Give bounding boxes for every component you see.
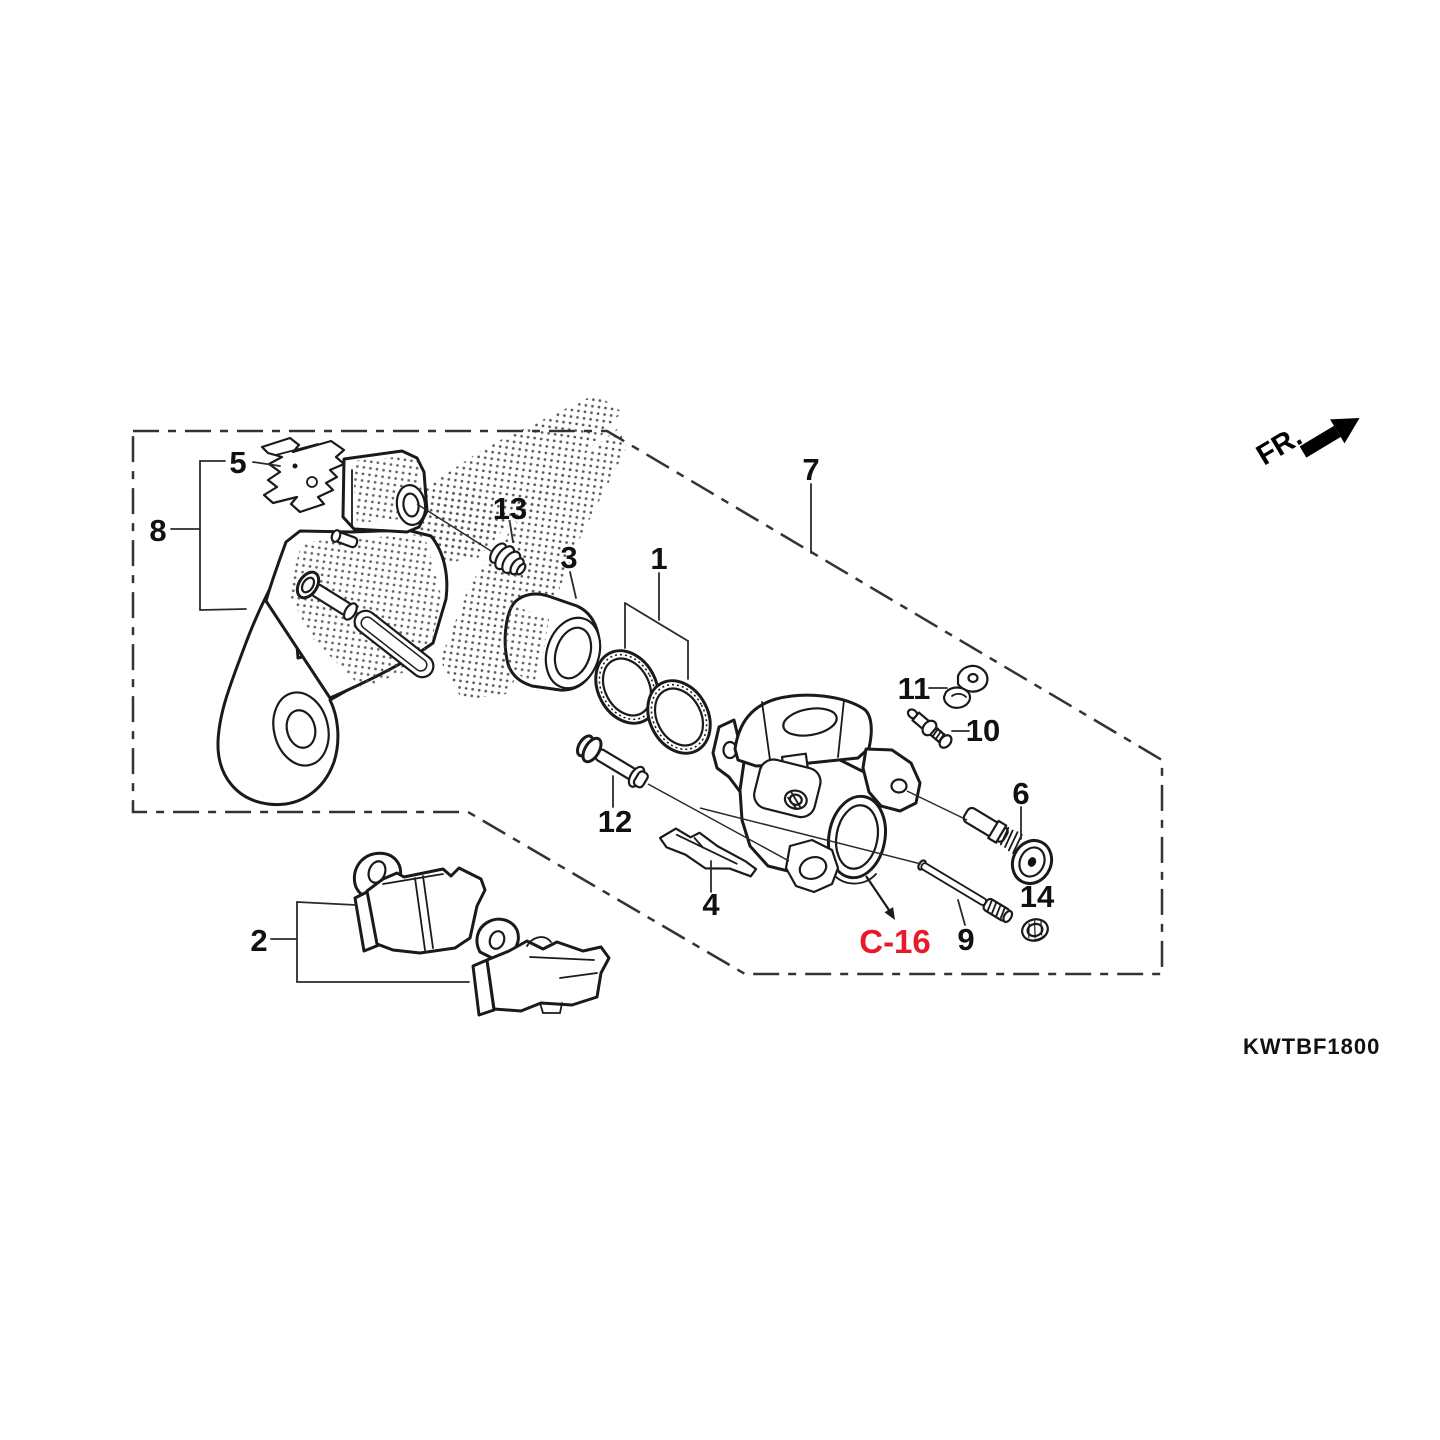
part-label-5[interactable]: 5 <box>229 445 246 480</box>
bleed-valve-drawing <box>906 708 953 749</box>
part-label-8[interactable]: 8 <box>149 513 166 548</box>
part-label-4[interactable]: 4 <box>702 887 720 922</box>
fr-direction-marker: FR. <box>1251 418 1360 472</box>
seal-rings-drawing <box>594 649 712 755</box>
c16-arrow <box>865 875 895 920</box>
part-label-12[interactable]: 12 <box>598 804 632 839</box>
caliper-pin-drawing <box>917 859 1014 924</box>
diagram-code: KWTBF1800 <box>1243 1034 1380 1059</box>
pad-spring-drawing <box>658 827 758 878</box>
boundary-dashed-border <box>131 429 1164 976</box>
part-label-6[interactable]: 6 <box>1012 776 1029 811</box>
pad-retainer-drawing <box>260 436 346 514</box>
caliper-drawing <box>711 693 922 894</box>
part-label-10[interactable]: 10 <box>966 713 1000 748</box>
caliper-bolt-drawing <box>962 806 1054 885</box>
boot-drawing <box>489 542 527 576</box>
part-label-7[interactable]: 7 <box>802 452 819 487</box>
part-labels: 1 2 3 4 5 6 7 8 9 10 11 12 13 14 <box>149 445 1055 958</box>
fr-arrow-icon <box>1299 418 1360 458</box>
part-label-2[interactable]: 2 <box>250 923 267 958</box>
piston-drawing <box>503 592 602 692</box>
part-label-1[interactable]: 1 <box>650 541 667 576</box>
pin-bolt-drawing <box>575 734 649 789</box>
part-label-9[interactable]: 9 <box>957 922 974 957</box>
fr-label: FR. <box>1251 421 1308 472</box>
part-label-13[interactable]: 13 <box>493 491 527 526</box>
part-label-14[interactable]: 14 <box>1020 879 1055 914</box>
pin-cap-drawing <box>1021 918 1049 942</box>
part-label-11[interactable]: 11 <box>898 671 931 706</box>
part-label-3[interactable]: 3 <box>560 540 577 575</box>
valve-clip-drawing <box>942 664 989 709</box>
leader-lines <box>170 460 1022 983</box>
bracket-bolt-drawing <box>295 570 358 621</box>
bracket-drawing <box>216 449 449 807</box>
cross-ref-c16[interactable]: C-16 <box>859 923 931 960</box>
brake-pads-drawing <box>352 851 611 1017</box>
